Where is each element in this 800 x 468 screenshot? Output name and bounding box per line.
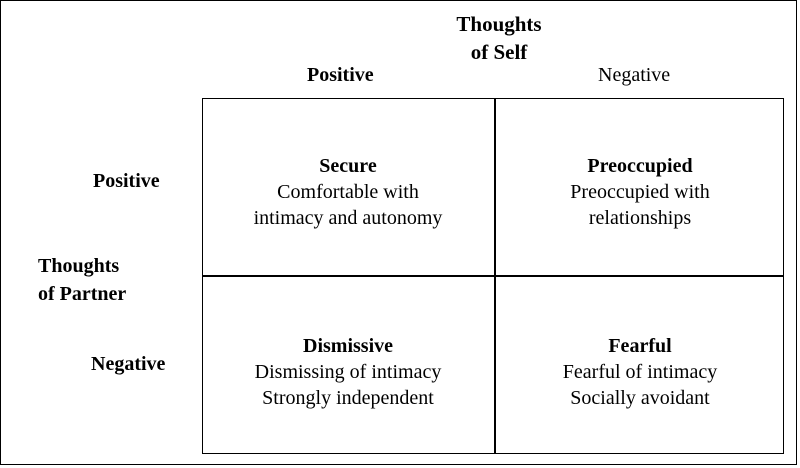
quadrant-title: Secure (319, 155, 377, 177)
title-self-line-1: Thoughts (456, 12, 542, 36)
quadrant-preoccupied: Preoccupied Preoccupied with relationshi… (495, 153, 785, 231)
quadrant-fearful: Fearful Fearful of intimacy Socially avo… (495, 333, 785, 411)
title-partner-line-2: of Partner (38, 283, 127, 305)
title-self-line-2: of Self (470, 40, 528, 64)
quadrant-dismissive: Dismissive Dismissing of intimacy Strong… (203, 333, 493, 411)
quadrant-title: Preoccupied (587, 155, 693, 177)
thoughts-of-partner-title: Thoughts of Partner (38, 252, 126, 308)
quadrant-description-line: intimacy and autonomy (253, 207, 443, 229)
quadrant-description-line: Dismissing of intimacy (254, 361, 442, 383)
quadrant-description-line: Socially avoidant (570, 387, 710, 409)
quadrant-description-line: Preoccupied with (570, 181, 710, 203)
title-partner-line-1: Thoughts (38, 255, 120, 277)
quadrant-secure: Secure Comfortable with intimacy and aut… (203, 153, 493, 231)
row-header-negative: Negative (91, 353, 166, 375)
quadrant-description-line: relationships (588, 207, 692, 229)
row-header-positive: Positive (93, 170, 160, 192)
quadrant-title: Dismissive (303, 335, 393, 357)
quadrant-title: Fearful (608, 335, 672, 357)
column-header-negative: Negative (598, 64, 671, 86)
column-header-positive: Positive (307, 64, 374, 86)
grid-horizontal-divider (202, 275, 784, 277)
quadrant-description-line: Fearful of intimacy (562, 361, 718, 383)
quadrant-description-line: Strongly independent (262, 387, 434, 409)
quadrant-description-line: Comfortable with (277, 181, 419, 203)
thoughts-of-self-title: Thoughts of Self (440, 10, 558, 66)
